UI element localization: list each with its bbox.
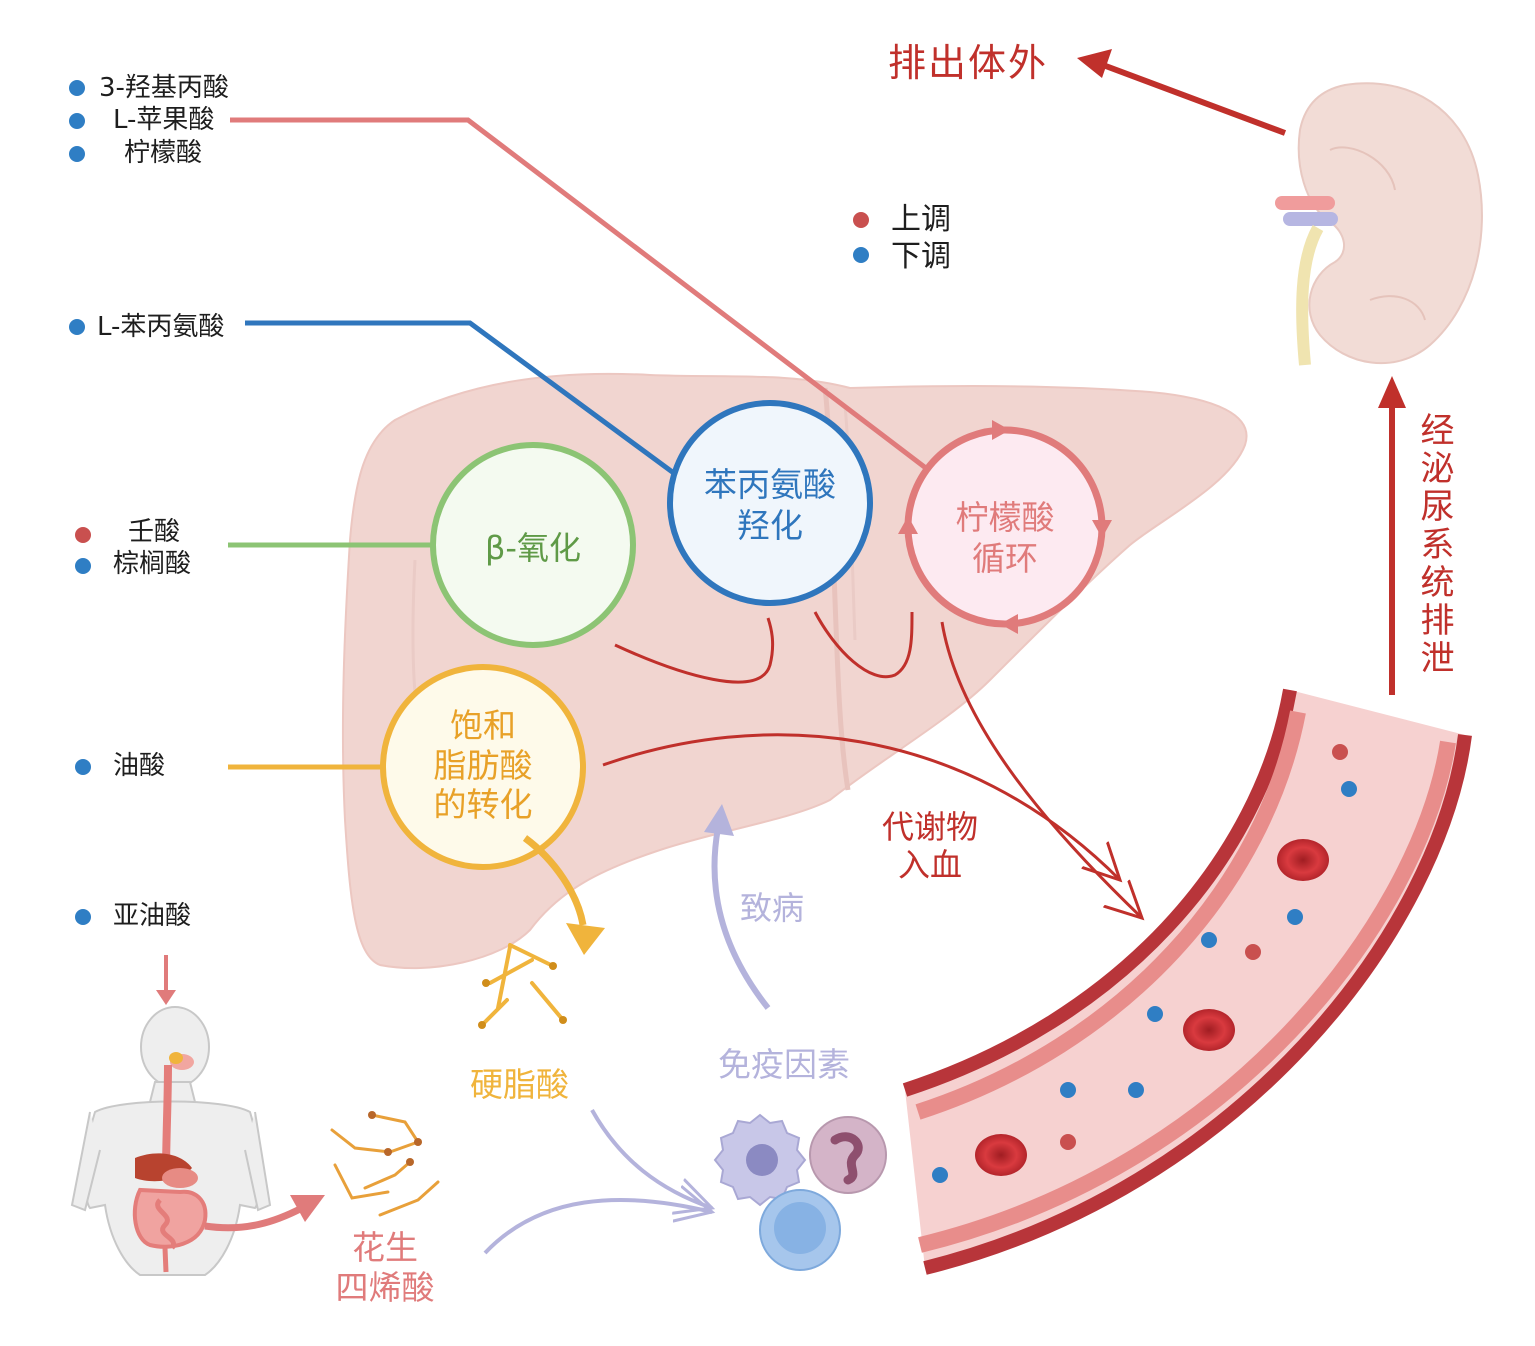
phe-hydroxylation-line1: 苯丙氨酸	[704, 465, 836, 504]
label-palmitic: 棕榈酸	[113, 549, 192, 579]
legend-down-dot	[853, 247, 869, 263]
down-dot-citric	[69, 146, 85, 162]
intake-arrowhead	[156, 990, 176, 1005]
phe-hydroxylation-circle	[667, 400, 873, 606]
excrete-label: 排出体外	[888, 41, 1049, 85]
kidney-organ	[1275, 82, 1483, 366]
arachidonic-line2: 四烯酸	[335, 1267, 435, 1307]
flow-curve-2	[813, 611, 914, 679]
beta-oxidation-label: β-氧化	[485, 529, 581, 567]
tca-cycle-label: 柠檬酸 循环	[910, 497, 1100, 580]
immune-cells	[713, 1113, 887, 1271]
legend-up-label: 上调	[891, 202, 951, 237]
label-citric: 柠檬酸	[124, 138, 203, 168]
label-l-phenylalanine: L-苯丙氨酸	[97, 312, 225, 342]
stearic-arrowhead	[566, 923, 605, 955]
flow-arrow-satfa	[602, 733, 1120, 880]
tca-cycle-line2: 循环	[972, 539, 1038, 579]
pathogenic-arrowhead	[704, 804, 734, 836]
excrete-arrowhead	[1077, 49, 1112, 78]
into-blood-line2: 入血	[897, 846, 962, 885]
legend-up-dot	[853, 212, 869, 228]
flow-curve-1	[614, 617, 775, 684]
sat-fa-line3: 的转化	[433, 785, 533, 825]
down-dot-linoleic	[75, 909, 91, 925]
into-blood-line1: 代谢物	[881, 808, 978, 846]
gut-arrowhead	[290, 1195, 325, 1222]
stearic-arrow	[522, 835, 587, 926]
pathogenic-arrow	[711, 827, 771, 1010]
sat-fa-line2: 脂肪酸	[433, 745, 533, 785]
phe-hydroxylation-label: 苯丙氨酸 羟化	[675, 464, 865, 547]
arachidonic-immune-arrow	[483, 1200, 712, 1255]
down-dot-oleic	[75, 759, 91, 775]
stearic-acid-molecules	[478, 943, 567, 1029]
connector-group1	[230, 117, 937, 477]
arachidonic-label: 花生 四烯酸	[315, 1228, 455, 1307]
pathogenic-label: 致病	[740, 889, 805, 927]
into-blood-label: 代谢物 入血	[860, 808, 1000, 885]
tca-cycle-line1: 柠檬酸	[955, 498, 1055, 537]
label-3-hydroxypropionic: 3-羟基丙酸	[99, 73, 229, 103]
urinary-label: 经泌尿系统排泄	[1414, 412, 1454, 678]
legend-down-label: 下调	[891, 239, 951, 274]
immune-label: 免疫因素	[718, 1045, 850, 1084]
sat-fa-line1: 饱和	[450, 706, 516, 745]
tca-cycle	[898, 420, 1112, 634]
sat-fa-circle	[380, 664, 586, 870]
label-l-malic: L-苹果酸	[113, 105, 215, 135]
stearic-immune-arrow	[590, 1109, 712, 1208]
down-dot-phe	[69, 319, 85, 335]
down-dot-palmitic	[75, 558, 91, 574]
beta-oxidation-circle	[430, 442, 636, 648]
down-dot-3hp	[69, 80, 85, 96]
label-linoleic: 亚油酸	[113, 901, 192, 931]
excrete-arrow	[1093, 59, 1287, 136]
blood-vessel	[902, 688, 1472, 1275]
label-nonanoic: 壬酸	[128, 517, 181, 547]
connector-group2	[245, 320, 692, 488]
up-dot-nonanoic	[75, 527, 91, 543]
gut-arrow	[204, 1204, 304, 1232]
label-oleic: 油酸	[113, 751, 166, 781]
arachidonic-line1: 花生	[352, 1228, 418, 1267]
arachidonic-acid-molecules	[330, 1111, 440, 1217]
down-dot-malic	[69, 113, 85, 129]
urinary-arrowhead	[1378, 376, 1406, 408]
phe-hydroxylation-line2: 羟化	[737, 506, 803, 546]
human-body	[70, 1006, 272, 1276]
stearic-label: 硬脂酸	[470, 1065, 569, 1104]
sat-fa-label: 饱和 脂肪酸 的转化	[390, 706, 576, 825]
